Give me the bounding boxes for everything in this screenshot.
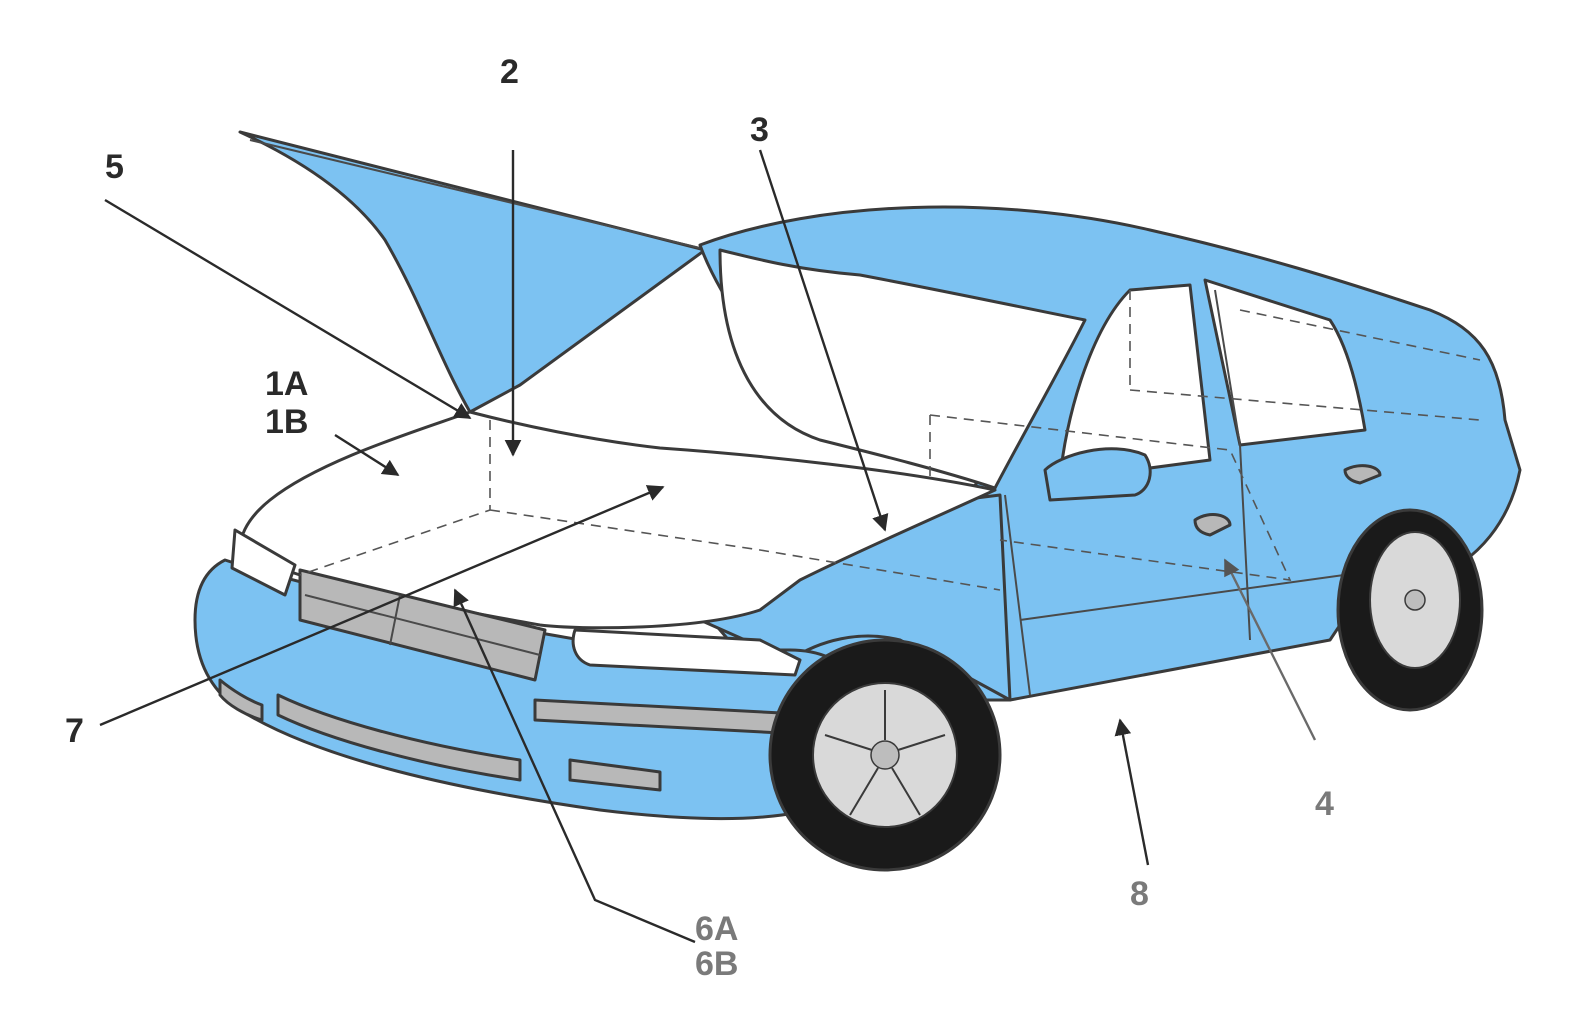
front-door-handle [1193,513,1232,537]
door-seam-middle [1214,289,1251,641]
left-headlight [230,528,297,597]
label-1A: 1A [265,365,308,403]
open-hood-panel [238,130,707,414]
rear-wheel [1336,508,1484,712]
leader-3 [758,149,889,532]
leader-6 [453,588,696,944]
label-6B: 6B [695,945,738,983]
leader-8 [1114,718,1150,866]
side-mirror [1043,447,1152,502]
leader-5 [104,198,472,420]
body-side-line [1019,569,1381,621]
label-8: 8 [1130,875,1149,913]
hood-panel [238,410,997,630]
leader-4 [1223,558,1317,741]
label-5: 5 [105,148,124,186]
label-3: 3 [750,111,769,149]
bumper-trim-lower [276,693,522,782]
fog-lamp-left [218,678,264,722]
interior-dash-lines [299,290,1481,591]
grille-center-bar [389,594,401,646]
fog-lamp-right [568,758,662,792]
rear-door-window [1203,278,1367,447]
leader-1 [334,433,400,477]
label-7: 7 [65,712,84,750]
label-6A: 6A [695,910,738,948]
rear-door-handle [1343,464,1382,485]
grille-bar [304,594,541,656]
hood-crease-line [249,139,701,249]
label-1B: 1B [265,403,308,441]
label-2: 2 [500,53,519,91]
label-4: 4 [1315,785,1334,823]
door-seam-front [1004,494,1031,696]
leader-7 [99,485,665,727]
right-headlight [571,628,802,677]
front-wheel [768,638,1002,872]
